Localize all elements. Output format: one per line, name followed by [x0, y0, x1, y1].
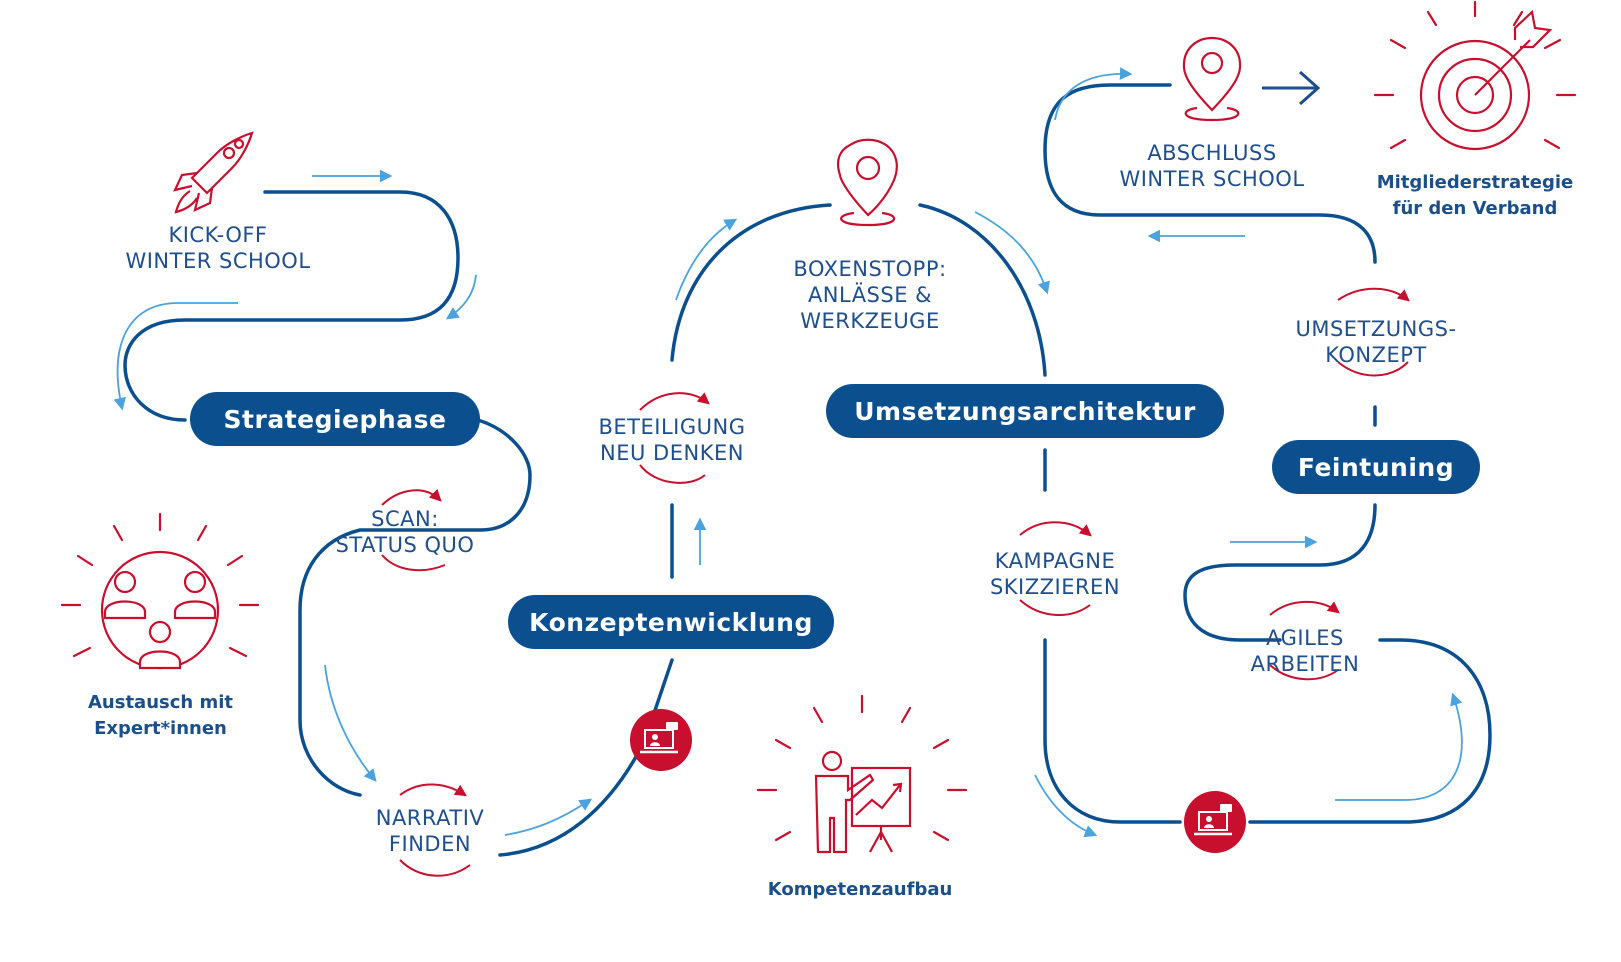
step-boxenstopp-line3: WERKZEUGE: [800, 309, 940, 333]
step-kampagne: KAMPAGNE SKIZZIEREN: [980, 548, 1130, 600]
step-narrativ-line1: NARRATIV: [375, 806, 485, 830]
step-narrativ-line2: FINDEN: [388, 832, 472, 856]
phase-feintuning: Feintuning: [1272, 440, 1480, 494]
step-agiles-line1: AGILES: [1266, 626, 1344, 650]
highlight-mitglieder-line1: Mitgliederstrategie: [1376, 172, 1574, 193]
step-arcs: [381, 287, 1410, 877]
step-abschluss: ABSCHLUSS WINTER SCHOOL: [1112, 140, 1312, 192]
highlight-mitglieder: Mitgliederstrategie für den Verband: [1365, 170, 1585, 222]
step-scan: SCAN: STATUS QUO: [330, 506, 480, 558]
step-boxenstopp-line2: ANLÄSSE &: [807, 283, 933, 307]
arrow-right-icon: [1262, 70, 1321, 106]
highlight-mitglieder-line2: für den Verband: [1392, 198, 1558, 219]
step-beteiligung-line2: NEU DENKEN: [600, 441, 744, 465]
step-umsetzungskonzept-line2: KONZEPT: [1325, 343, 1427, 367]
phase-konzept: Konzeptenwicklung: [508, 595, 834, 649]
video-call-icon: [1184, 791, 1246, 853]
step-boxenstopp: BOXENSTOPP: ANLÄSSE & WERKZEUGE: [785, 256, 955, 334]
people-circle-icon: [60, 512, 260, 670]
rocket-icon: [173, 131, 254, 214]
highlight-kompetenz: Kompetenzaufbau: [767, 879, 953, 900]
step-boxenstopp-line1: BOXENSTOPP:: [793, 257, 947, 281]
step-beteiligung: BETEILIGUNG NEU DENKEN: [590, 414, 754, 466]
step-scan-line2: STATUS QUO: [335, 533, 475, 557]
phase-strategie: Strategiephase: [190, 392, 480, 446]
highlight-austausch: Austausch mit Expert*innen: [68, 690, 253, 742]
step-umsetzungskonzept-line1: UMSETZUNGS-: [1295, 317, 1457, 341]
presentation-chart-icon: [756, 694, 968, 854]
main-path: [123, 83, 1492, 857]
target-icon: [1373, 0, 1577, 151]
step-abschluss-line2: WINTER SCHOOL: [1119, 167, 1305, 191]
step-kickoff-line1: KICK-OFF: [168, 223, 268, 247]
step-kampagne-line1: KAMPAGNE: [994, 549, 1116, 573]
step-agiles: AGILES ARBEITEN: [1240, 625, 1370, 677]
video-call-icon: [630, 709, 692, 771]
step-kampagne-line2: SKIZZIEREN: [989, 575, 1121, 599]
step-umsetzungskonzept: UMSETZUNGS- KONZEPT: [1295, 316, 1457, 368]
step-kickoff: KICK-OFF WINTER SCHOOL: [118, 222, 318, 274]
step-agiles-line2: ARBEITEN: [1250, 652, 1360, 676]
step-narrativ: NARRATIV FINDEN: [365, 805, 495, 857]
step-scan-line1: SCAN:: [371, 507, 439, 531]
step-kickoff-line2: WINTER SCHOOL: [125, 249, 311, 273]
highlight-austausch-line2: Expert*innen: [94, 718, 227, 739]
phase-umsetzung: Umsetzungsarchitektur: [826, 384, 1224, 438]
map-pin-icon: [836, 138, 898, 227]
step-beteiligung-line1: BETEILIGUNG: [598, 415, 746, 439]
map-pin-icon: [1182, 36, 1242, 122]
step-abschluss-line1: ABSCHLUSS: [1147, 141, 1277, 165]
direction-arrows: [113, 67, 1463, 838]
highlight-austausch-line1: Austausch mit: [87, 692, 234, 713]
